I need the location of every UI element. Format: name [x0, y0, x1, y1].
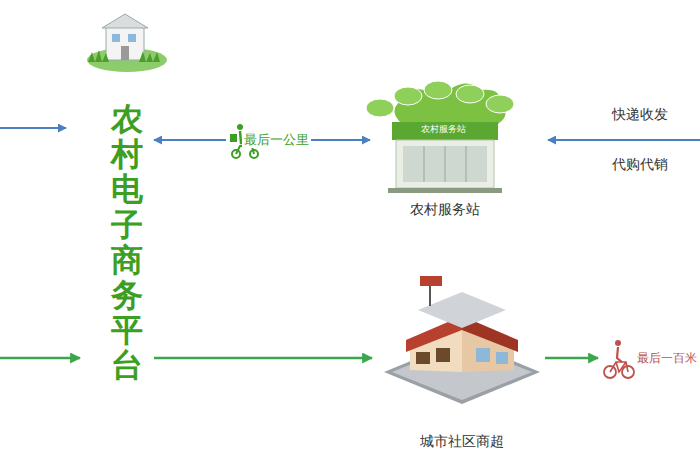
edge-label: 最后一公里 — [242, 132, 311, 148]
service-label: 代购代销 — [612, 156, 668, 173]
supermarket-box: 城市社区商超 — [376, 282, 548, 450]
connector-arrow — [154, 357, 372, 360]
incoming-arrow — [0, 127, 66, 129]
service-label: 快递收发 — [612, 106, 668, 123]
node-caption: 城市社区商超 — [376, 432, 548, 450]
incoming-arrow — [0, 357, 80, 360]
delivery-label: 最后一百米 — [637, 351, 697, 365]
service-station-icon — [366, 81, 514, 193]
station-sign: 农村服务站 — [421, 124, 466, 135]
bicycle-icon — [604, 340, 634, 378]
platform-title: 农村电子商务平台 — [104, 102, 150, 384]
supermarket-icon — [384, 276, 540, 404]
vertical-title: 农村电子商务平台 — [111, 102, 143, 384]
node-caption: 农村服务站 — [374, 200, 516, 218]
incoming-arrow — [548, 139, 700, 141]
platform-icon — [87, 14, 167, 72]
delivery-arrow — [545, 357, 598, 360]
station-box: 农村服务站 — [374, 88, 516, 218]
